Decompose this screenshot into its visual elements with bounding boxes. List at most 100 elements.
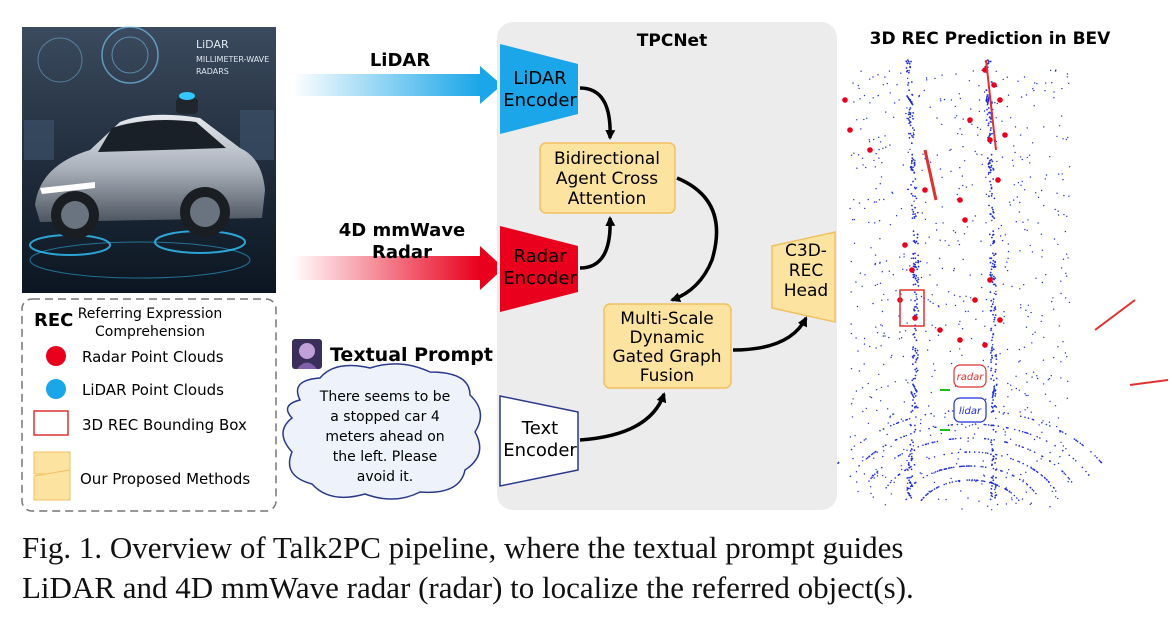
bev-lidar-point <box>995 377 998 380</box>
bev-lidar-point <box>971 424 974 426</box>
bev-lidar-point <box>908 132 910 135</box>
bev-lidar-point <box>990 405 993 408</box>
bev-lidar-point <box>1027 304 1030 306</box>
bev-lidar-point <box>909 148 911 151</box>
bev-lidar-point <box>913 234 915 237</box>
bev-lidar-point <box>915 274 918 277</box>
legend-item-radar: Radar Point Clouds <box>82 348 224 366</box>
bev-lidar-point <box>915 389 918 392</box>
bev-lidar-point <box>1030 411 1032 413</box>
bev-lidar-point <box>1035 277 1037 279</box>
bev-lidar-point <box>876 409 878 412</box>
bev-lidar-point <box>927 492 929 495</box>
bev-lidar-point <box>990 268 993 271</box>
bev-lidar-point <box>1012 165 1015 167</box>
bev-lidar-point <box>1035 192 1037 194</box>
bev-lidar-point <box>944 240 946 242</box>
bev-lidar-point <box>991 396 994 399</box>
bev-lidar-point <box>991 160 994 163</box>
bev-lidar-point <box>1018 389 1020 391</box>
bev-lidar-point <box>925 494 927 497</box>
bev-lidar-point <box>1023 76 1026 78</box>
bev-lidar-point <box>1002 428 1005 430</box>
bev-lidar-point <box>1039 437 1041 439</box>
bev-lidar-point <box>882 428 885 430</box>
bev-lidar-point <box>992 216 994 218</box>
bev-lidar-point <box>923 89 925 92</box>
bev-lidar-point <box>1012 458 1014 461</box>
bev-lidar-point <box>1060 280 1062 282</box>
bev-lidar-point <box>992 301 995 303</box>
bev-lidar-point <box>907 81 910 84</box>
bev-lidar-point <box>1002 283 1004 285</box>
bev-lidar-point <box>968 451 971 453</box>
bev-lidar-point <box>894 102 896 104</box>
bev-lidar-point <box>1055 490 1057 492</box>
bev-lidar-point <box>915 352 918 354</box>
bev-lidar-point <box>1031 251 1034 253</box>
bev-lidar-point <box>1003 322 1005 324</box>
bev-lidar-point <box>1020 473 1022 476</box>
bev-lidar-point <box>1002 78 1004 81</box>
bev-lidar-point <box>985 97 988 99</box>
bev-lidar-point <box>1029 433 1032 436</box>
graph-fusion-line1: Multi-Scale <box>620 309 713 329</box>
bev-lidar-point <box>883 450 885 452</box>
bev-lidar-point <box>933 481 936 484</box>
bev-lidar-point <box>878 220 881 222</box>
bev-lidar-point <box>872 496 874 498</box>
bev-lidar-point <box>899 331 901 333</box>
bev-lidar-point <box>992 313 994 316</box>
bev-lidar-point <box>983 423 985 426</box>
bev-lidar-point <box>985 89 987 91</box>
bev-lidar-point <box>992 178 995 180</box>
bev-lidar-point <box>958 323 960 325</box>
bev-lidar-point <box>913 172 916 174</box>
bev-radar-point <box>991 82 997 88</box>
bev-point-cloud <box>837 59 1103 511</box>
bev-lidar-point <box>994 261 996 264</box>
bev-lidar-point <box>871 476 873 479</box>
bev-lidar-point <box>1062 178 1064 181</box>
bev-lidar-point <box>1049 451 1051 454</box>
bev-lidar-point <box>1030 502 1033 504</box>
bev-lidar-point <box>855 390 858 392</box>
bev-lidar-point <box>1026 127 1028 129</box>
bev-lidar-point <box>850 260 852 263</box>
bev-lidar-point <box>1067 481 1069 483</box>
bev-lidar-point <box>1005 487 1007 489</box>
bev-lidar-point <box>1013 184 1015 186</box>
bev-lidar-point <box>921 169 923 171</box>
bev-lidar-point <box>903 448 905 451</box>
legend-subtitle-line2: Comprehension <box>95 324 205 340</box>
bev-lidar-point <box>930 391 932 394</box>
bev-lidar-point <box>909 124 912 127</box>
bev-lidar-point <box>908 494 911 496</box>
bev-lidar-point <box>851 416 854 418</box>
bev-lidar-point <box>992 242 994 245</box>
bev-lidar-point <box>1067 476 1070 479</box>
bev-lidar-point <box>959 296 961 298</box>
bev-lidar-point <box>987 165 990 168</box>
bev-lidar-point <box>1019 411 1021 413</box>
bev-lidar-point <box>992 298 995 301</box>
bev-lidar-point <box>996 484 999 486</box>
bev-lidar-point <box>890 479 893 482</box>
bev-lidar-point <box>926 456 928 458</box>
bev-lidar-point <box>984 466 987 469</box>
bev-lidar-point <box>1044 90 1046 92</box>
bev-lidar-point <box>957 133 959 135</box>
bev-lidar-point <box>906 269 908 271</box>
bev-lidar-point <box>874 450 877 453</box>
bev-lidar-point <box>967 497 969 499</box>
bev-lidar-point <box>884 135 886 137</box>
bev-lidar-point <box>906 77 909 80</box>
bev-lidar-point <box>912 283 915 286</box>
text-encoder-line1: Text <box>521 418 558 439</box>
prompt-line-2: a stopped car 4 <box>330 409 440 425</box>
bev-lidar-point <box>1049 69 1052 72</box>
bev-lidar-point <box>904 469 906 472</box>
bev-lidar-point <box>941 206 943 208</box>
bev-lidar-point <box>914 368 917 371</box>
bev-lidar-point <box>915 358 918 360</box>
